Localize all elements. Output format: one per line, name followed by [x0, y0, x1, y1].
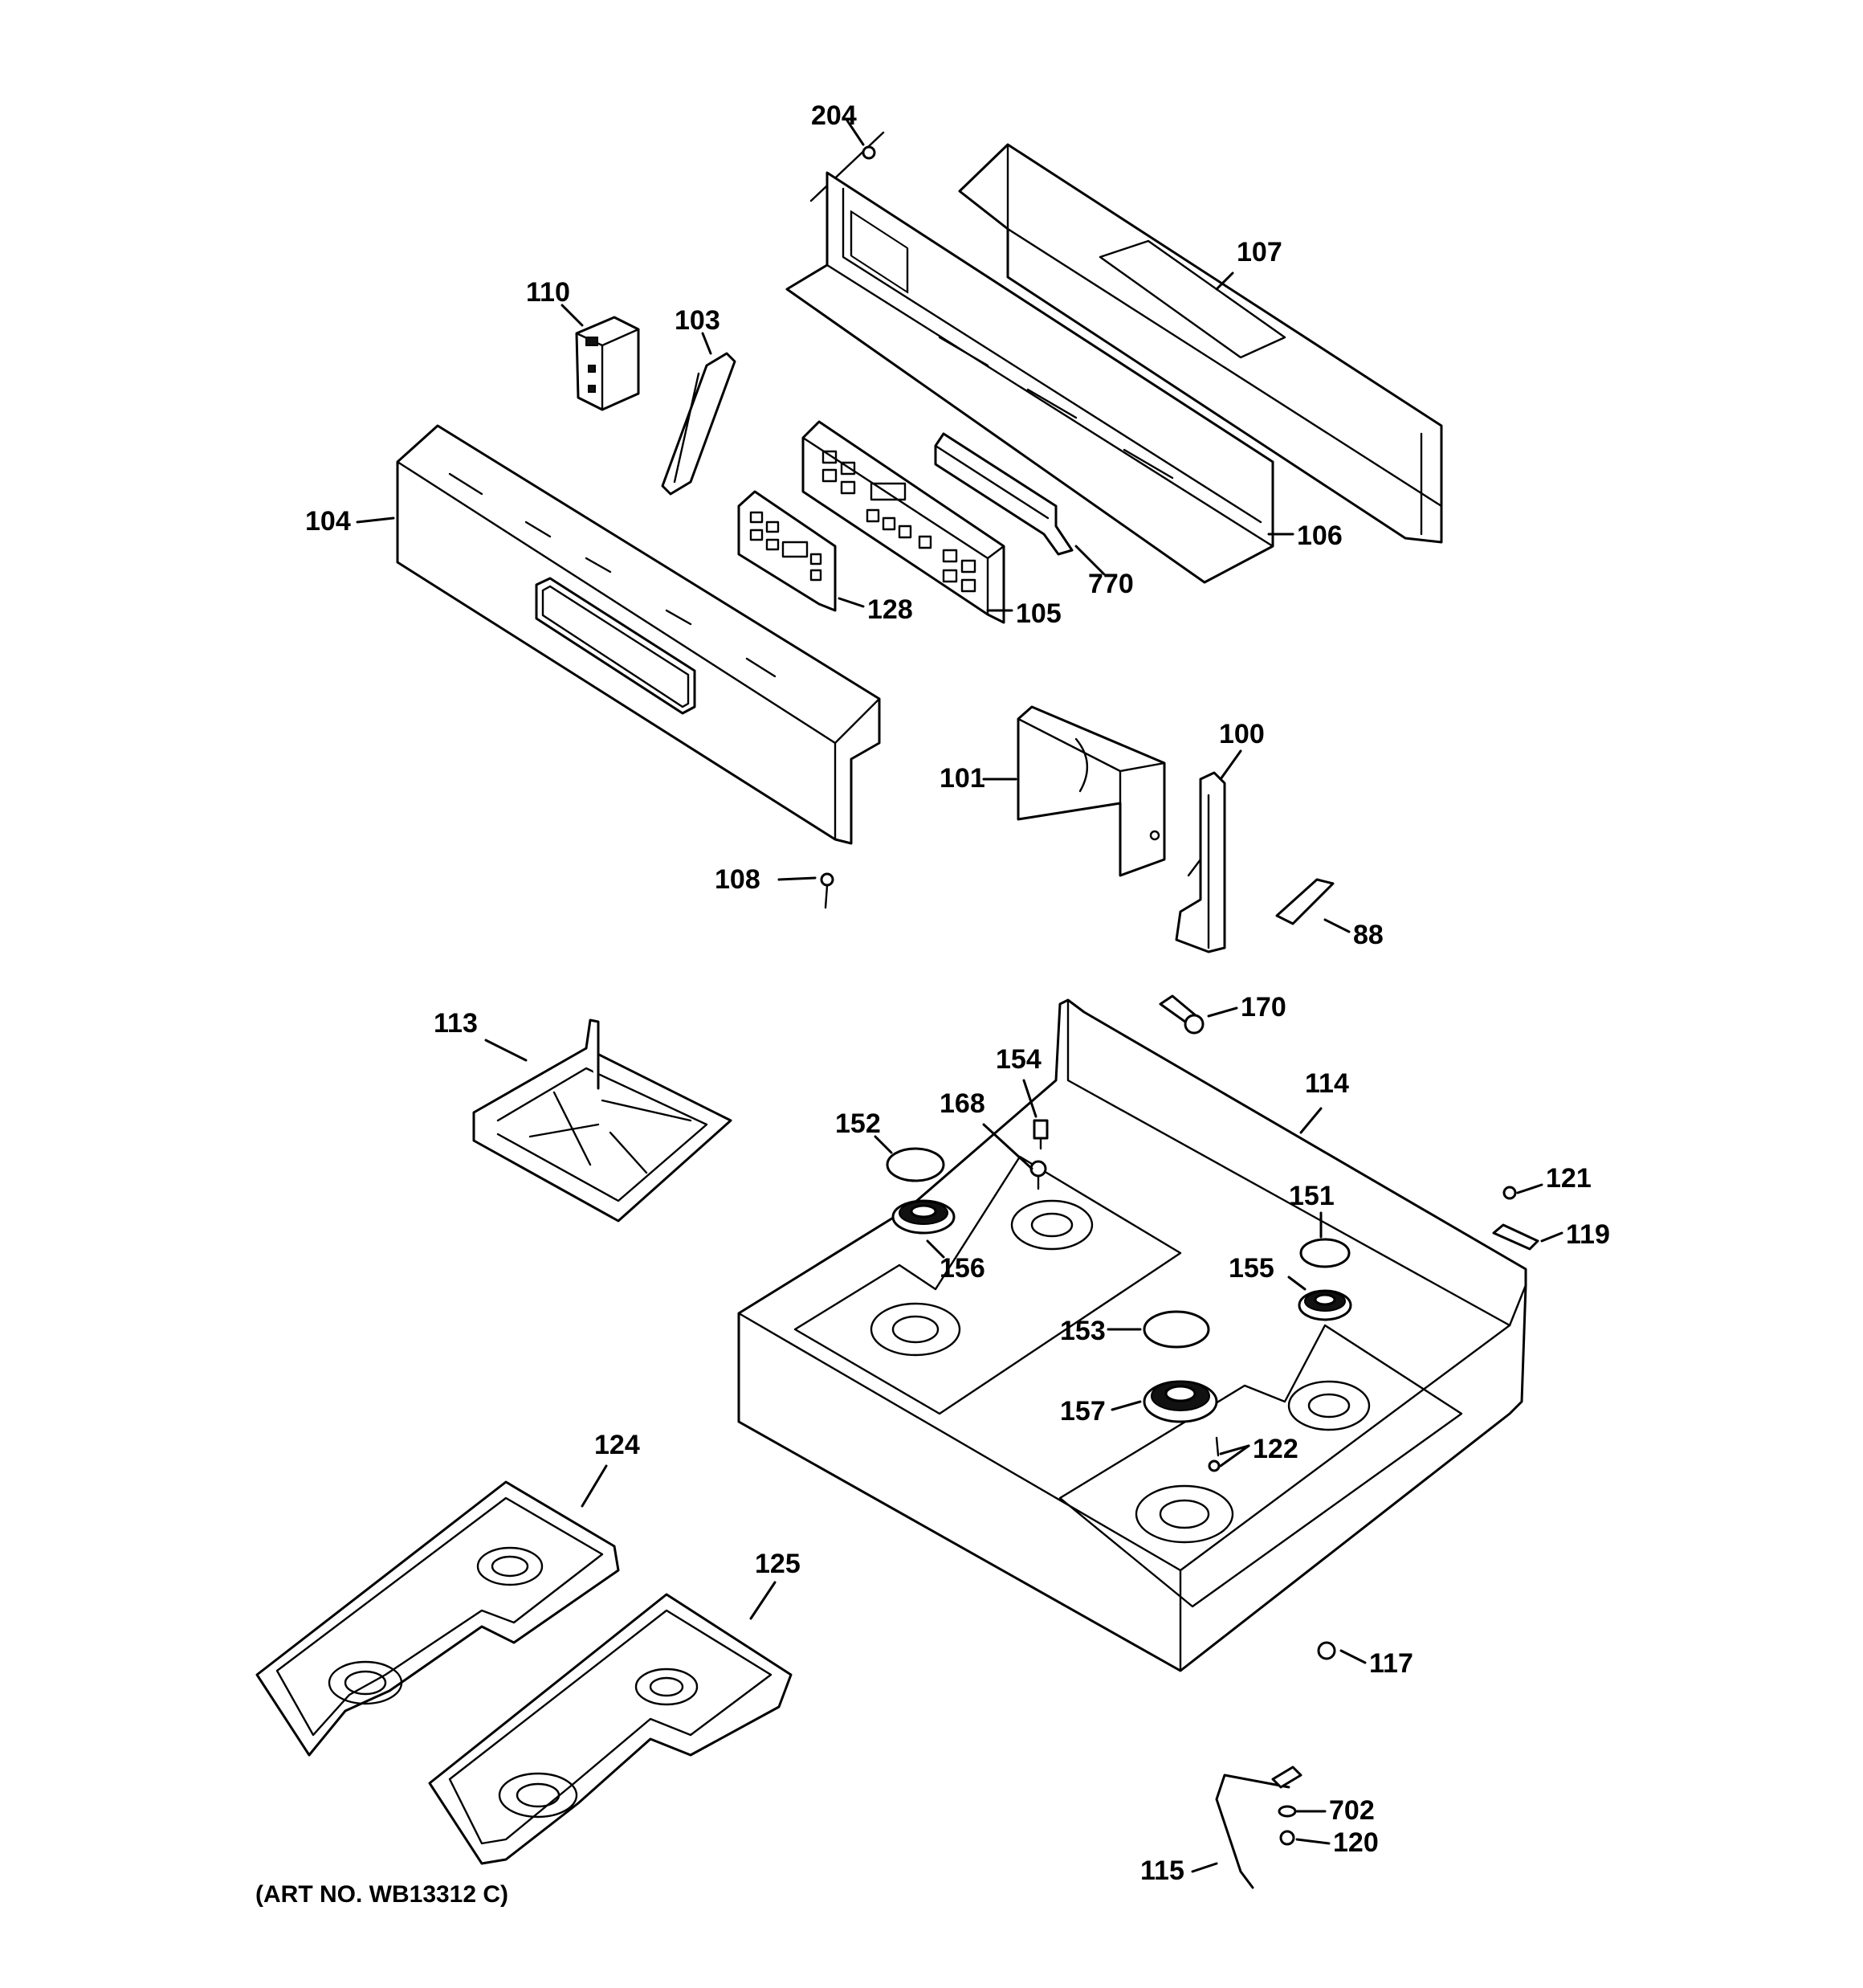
- callout-101: 101: [940, 763, 985, 794]
- callout-113: 113: [434, 1008, 478, 1039]
- callout-114: 114: [1305, 1068, 1349, 1099]
- callout-110: 110: [526, 277, 570, 308]
- callout-100: 100: [1219, 719, 1265, 749]
- part-114-cooktop: [737, 998, 1527, 1672]
- part-152-burner-cap: [886, 1147, 945, 1182]
- part-204-screw: [809, 131, 885, 202]
- callout-154: 154: [996, 1044, 1042, 1075]
- callout-151: 151: [1289, 1181, 1335, 1211]
- leader-lines: [356, 119, 1563, 1873]
- callout-108: 108: [715, 864, 760, 895]
- part-113-grate: [472, 1018, 732, 1223]
- art-number-caption: (ART NO. WB13312 C): [255, 1881, 508, 1908]
- callout-121: 121: [1546, 1163, 1592, 1194]
- part-103-bracket: [661, 352, 736, 496]
- callout-115: 115: [1140, 1855, 1184, 1886]
- callout-106: 106: [1297, 520, 1343, 551]
- callout-119: 119: [1566, 1219, 1610, 1250]
- part-154-orifice: [1033, 1119, 1049, 1150]
- part-156-burner-head: [891, 1199, 956, 1235]
- part-122-screws: [1208, 1436, 1221, 1472]
- callout-122: 122: [1253, 1434, 1298, 1464]
- part-151-burner-cap: [1299, 1238, 1351, 1268]
- callout-204: 204: [811, 100, 857, 131]
- part-104-control-panel: [396, 424, 881, 845]
- part-120-nut: [1279, 1830, 1295, 1846]
- callout-702: 702: [1329, 1795, 1375, 1826]
- callout-156: 156: [940, 1253, 985, 1284]
- part-100-bracket: [1175, 771, 1226, 953]
- part-157-burner-head: [1143, 1380, 1218, 1423]
- part-107-top-cover: [958, 143, 1443, 544]
- part-170-screw: [1159, 994, 1205, 1035]
- part-128-overlay: [737, 490, 837, 612]
- part-121-screw: [1502, 1186, 1517, 1200]
- part-108-screw: [820, 872, 834, 909]
- callout-155: 155: [1229, 1253, 1274, 1284]
- callout-770: 770: [1088, 569, 1134, 599]
- callout-120: 120: [1333, 1827, 1379, 1858]
- callout-105: 105: [1016, 598, 1062, 629]
- part-153-burner-cap: [1143, 1310, 1210, 1349]
- callout-117: 117: [1369, 1648, 1413, 1679]
- callout-107: 107: [1237, 237, 1282, 267]
- callout-124: 124: [594, 1430, 640, 1460]
- part-155-burner-head: [1298, 1289, 1352, 1321]
- callout-152: 152: [835, 1108, 881, 1139]
- part-124-drip-pan: [255, 1480, 620, 1757]
- part-88-clip: [1275, 878, 1335, 925]
- part-119-bracket: [1492, 1223, 1539, 1251]
- part-105-control-board: [801, 420, 1005, 624]
- callout-128: 128: [867, 594, 913, 625]
- part-110-switch: [575, 316, 640, 411]
- callout-104: 104: [305, 506, 351, 537]
- callout-103: 103: [675, 305, 720, 336]
- part-770-cover: [934, 432, 1074, 556]
- callout-157: 157: [1060, 1396, 1106, 1427]
- callout-153: 153: [1060, 1316, 1106, 1346]
- part-125-drip-pan: [428, 1593, 793, 1865]
- part-106-backguard: [785, 171, 1274, 584]
- callout-170: 170: [1241, 992, 1286, 1023]
- callout-labels: 204 107 110 103 104 106 770 128 105 101 …: [305, 100, 1610, 1886]
- part-702-washer: [1278, 1805, 1297, 1818]
- callout-168: 168: [940, 1088, 985, 1119]
- callout-125: 125: [755, 1549, 801, 1579]
- part-115-tube: [1215, 1766, 1302, 1889]
- callout-88: 88: [1353, 920, 1384, 950]
- part-101-bracket: [1017, 705, 1166, 877]
- part-117-nut: [1317, 1641, 1336, 1660]
